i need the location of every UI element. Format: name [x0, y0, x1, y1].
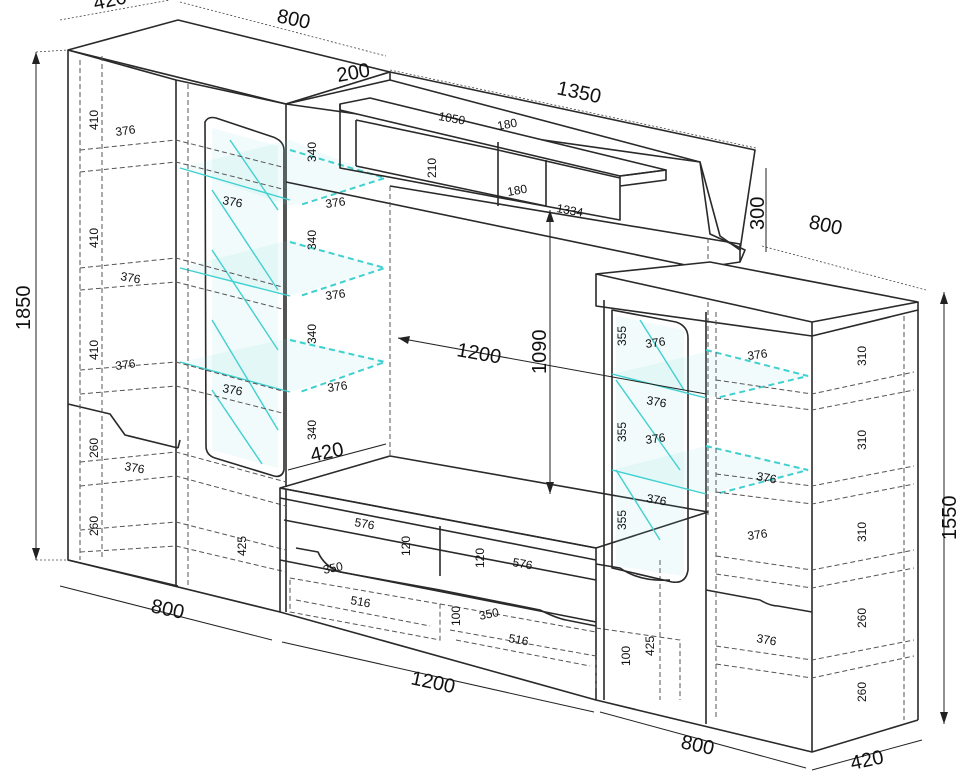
label-576-a: 576	[353, 515, 375, 532]
label-left-410-b: 410	[87, 228, 101, 248]
label-516-b: 516	[507, 631, 529, 648]
label-left-410-c: 410	[87, 340, 101, 360]
label-260-r-a: 260	[855, 608, 869, 628]
label-right-width-top: 800	[807, 211, 844, 239]
label-left-260-b: 260	[87, 516, 101, 536]
label-left-410-a: 410	[87, 110, 101, 130]
label-total-height: 1850	[13, 286, 35, 331]
label-376-e: 376	[221, 193, 243, 210]
label-100-b: 100	[619, 646, 633, 666]
label-376-h: 376	[221, 381, 243, 398]
label-376-c: 376	[114, 356, 136, 373]
label-376-r2: 376	[645, 393, 667, 410]
label-376-r6: 376	[755, 469, 777, 486]
right-glass-door	[611, 309, 689, 584]
label-left-260-a: 260	[87, 438, 101, 458]
right-cabinet	[595, 261, 919, 753]
label-260-r-b: 260	[855, 682, 869, 702]
label-310-c: 310	[855, 522, 869, 542]
center-cabinet	[279, 186, 709, 701]
label-bridge-width: 1350	[555, 77, 603, 108]
label-376-g: 376	[324, 286, 346, 303]
label-340-a: 340	[305, 142, 319, 162]
label-376-r7: 376	[746, 526, 768, 543]
top-bridge	[285, 71, 756, 269]
label-376-r5: 376	[746, 346, 768, 363]
label-right-depth-bottom: 420	[848, 746, 885, 774]
label-350-b: 350	[478, 605, 501, 623]
label-310-b: 310	[855, 430, 869, 450]
label-376-r1: 376	[644, 334, 666, 351]
label-355-a: 355	[615, 326, 629, 346]
label-376-f: 376	[324, 194, 346, 211]
label-left-depth-top: 420	[91, 0, 128, 15]
label-left-width-bottom: 800	[149, 595, 186, 623]
label-350-a: 350	[322, 559, 345, 577]
label-576-b: 576	[511, 555, 533, 572]
label-376-r8: 376	[755, 631, 777, 648]
label-376-i: 376	[326, 378, 348, 395]
label-355-c: 355	[615, 510, 629, 530]
label-516-a: 516	[349, 593, 371, 610]
left-cabinet	[67, 19, 391, 613]
label-shelf-height: 210	[425, 158, 439, 178]
label-tv-width: 1200	[455, 339, 503, 368]
label-340-b: 340	[305, 230, 319, 250]
left-glass-door	[204, 116, 285, 478]
label-355-b: 355	[615, 422, 629, 442]
label-center-depth: 420	[308, 438, 345, 466]
label-right-width-bottom: 800	[679, 731, 716, 759]
label-bridge-length: 1334	[555, 201, 584, 219]
dimension-lines	[32, 0, 948, 771]
label-100-a: 100	[449, 606, 463, 626]
label-310-a: 310	[855, 346, 869, 366]
label-376-r3: 376	[644, 430, 666, 447]
label-tv-height: 1090	[529, 330, 551, 375]
label-shelf-depth-lower: 180	[506, 182, 528, 199]
label-376-b: 376	[119, 269, 141, 286]
label-shelf-width: 1050	[437, 109, 466, 127]
label-right-425: 425	[643, 636, 657, 656]
label-376-a: 376	[114, 122, 136, 139]
label-left-width-top: 800	[275, 5, 312, 33]
label-376-r4: 376	[645, 491, 667, 508]
label-center-width-bottom: 1200	[409, 667, 457, 698]
label-120-b: 120	[473, 548, 487, 568]
label-left-425: 425	[235, 536, 249, 556]
label-shelf-depth: 180	[496, 116, 518, 133]
label-376-d: 376	[123, 459, 145, 476]
label-right-height: 1550	[939, 496, 961, 541]
label-right-gap: 300	[747, 197, 769, 230]
label-120-a: 120	[399, 536, 413, 556]
label-340-c: 340	[305, 324, 319, 344]
label-340-d: 340	[305, 420, 319, 440]
